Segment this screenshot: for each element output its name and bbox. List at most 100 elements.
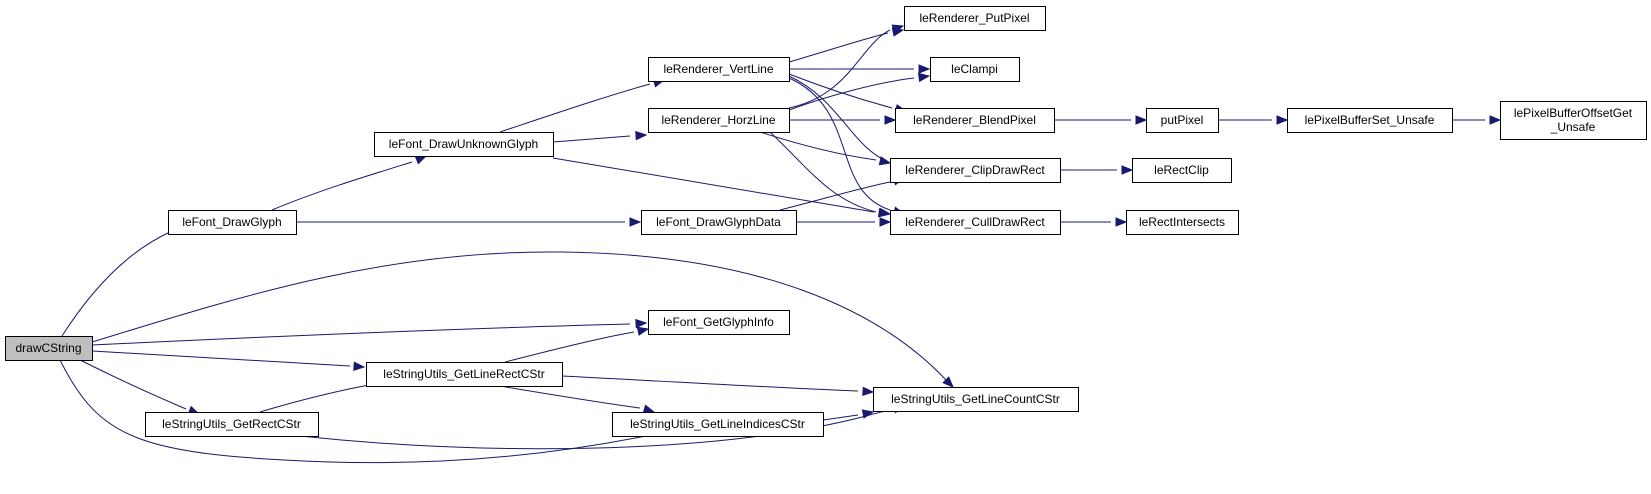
edge-line	[91, 251, 947, 381]
edge-line	[759, 131, 877, 161]
edge-lefont-drawglyph-to-lefont-drawglyphdata	[296, 217, 642, 227]
node-box	[612, 412, 824, 437]
node-box	[890, 210, 1061, 235]
node-label: leRenderer_HorzLine	[661, 113, 775, 127]
node-box	[648, 57, 790, 82]
edge-line	[61, 231, 171, 337]
arrowhead-icon	[1135, 115, 1148, 125]
node-drawcstring[interactable]: drawCString	[5, 336, 93, 361]
node-box	[1126, 210, 1239, 235]
arrowhead-icon	[1121, 165, 1134, 175]
edge-line	[788, 73, 893, 109]
node-lerectclip[interactable]: leRectClip	[1132, 158, 1232, 183]
node-label: leRenderer_ClipDrawRect	[905, 163, 1045, 177]
node-box	[904, 6, 1046, 31]
edge-lerenderer-vertline-to-lerenderer-culldrawrect	[788, 77, 906, 216]
arrowhead-icon	[917, 72, 931, 83]
arrowhead-icon	[861, 409, 875, 419]
node-label: leStringUtils_GetLineIndicesCStr	[630, 417, 805, 431]
node-lefont-drawglyphdata[interactable]: leFont_DrawGlyphData	[641, 210, 797, 235]
arrowhead-icon	[891, 24, 905, 34]
edge-putpixel-to-lepixelbufferset-unsafe	[1218, 115, 1289, 125]
arrowhead-icon	[918, 64, 931, 74]
edge-drawcstring-to-lestringutils-getrectcstr	[79, 359, 201, 415]
edge-line	[91, 350, 351, 367]
edge-lerenderer-horzline-to-lerenderer-clipdrawrect	[759, 131, 892, 166]
node-box	[648, 310, 790, 335]
node-box	[168, 210, 297, 235]
node-label: leStringUtils_GetLineRectCStr	[383, 367, 544, 381]
nodes-layer: drawCString leFont_DrawGlyph leFont_DrawUn…	[5, 6, 1647, 437]
node-lerectintersects[interactable]: leRectIntersects	[1126, 210, 1239, 235]
arrowhead-icon	[942, 376, 954, 388]
edge-line	[552, 157, 875, 213]
node-lestringutils-getlinecountcstr[interactable]: leStringUtils_GetLineCountCStr	[873, 387, 1079, 412]
node-label: leStringUtils_GetRectCStr	[162, 417, 301, 431]
edge-lefont-drawunknownglyph-to-lerenderer-vertline	[499, 78, 666, 133]
node-box	[930, 57, 1020, 82]
edge-lerenderer-vertline-to-lerenderer-blendpixel	[788, 73, 908, 114]
edge-lerenderer-horzline-to-lerenderer-culldrawrect	[769, 131, 892, 218]
node-box	[895, 108, 1055, 133]
edge-line	[788, 75, 889, 163]
node-leclampi[interactable]: leClampi	[930, 57, 1020, 82]
node-lepixelbufferoffsetget-unsafe[interactable]: lePixelBufferOffsetGet_Unsafe	[1500, 101, 1647, 140]
node-lerenderer-putpixel[interactable]: leRenderer_PutPixel	[904, 6, 1046, 31]
node-lerenderer-horzline[interactable]: leRenderer_HorzLine	[648, 108, 790, 133]
node-putpixel[interactable]: putPixel	[1146, 108, 1219, 133]
node-lerenderer-vertline[interactable]: leRenderer_VertLine	[648, 57, 790, 82]
node-box	[648, 108, 790, 133]
node-lepixelbufferset-unsafe[interactable]: lePixelBufferSet_Unsafe	[1287, 108, 1453, 133]
node-label: leRenderer_PutPixel	[919, 11, 1029, 25]
node-lerenderer-blendpixel[interactable]: leRenderer_BlendPixel	[895, 108, 1055, 133]
edge-lefont-drawglyphdata-to-lerenderer-clipdrawrect	[779, 176, 906, 211]
arrowhead-icon	[1489, 115, 1502, 125]
edge-line	[822, 414, 859, 421]
edge-drawcstring-to-lestringutils-getlinerectcstr	[91, 350, 366, 371]
node-label: leRenderer_BlendPixel	[913, 113, 1036, 127]
edge-lerenderer-horzline-to-lerenderer-putpixel	[788, 24, 905, 109]
node-lefont-drawunknownglyph[interactable]: leFont_DrawUnknownGlyph	[374, 132, 554, 157]
node-box	[1146, 108, 1219, 133]
node-label: leFont_DrawGlyph	[182, 215, 281, 229]
node-label: leRectClip	[1154, 163, 1209, 177]
arrowhead-icon	[1276, 115, 1289, 125]
edges-layer	[59, 24, 1502, 464]
node-lefont-drawglyph[interactable]: leFont_DrawGlyph	[168, 210, 297, 235]
edge-lerenderer-blendpixel-to-putpixel	[1054, 115, 1148, 125]
node-lestringutils-getrectcstr[interactable]: leStringUtils_GetRectCStr	[145, 412, 319, 437]
node-label: leRenderer_CullDrawRect	[905, 215, 1045, 229]
edge-lestringutils-getlinerectcstr-to-lestringutils-getlineindicescstr	[499, 385, 656, 414]
arrowhead-icon	[636, 326, 650, 336]
node-box	[873, 387, 1079, 412]
arrowhead-icon	[414, 155, 428, 165]
node-lestringutils-getlinerectcstr[interactable]: leStringUtils_GetLineRectCStr	[366, 362, 563, 387]
edge-lestringutils-getlineindicescstr-to-lestringutils-getlinecountcstr	[822, 409, 875, 421]
arrowhead-icon	[878, 156, 892, 166]
node-box	[1132, 158, 1232, 183]
node-lefont-getglyphinfo[interactable]: leFont_GetGlyphInfo	[648, 310, 790, 335]
arrowhead-icon	[1115, 217, 1128, 227]
node-label: _Unsafe	[1550, 120, 1596, 134]
node-box	[1500, 101, 1647, 140]
edge-line	[499, 385, 641, 409]
node-label: lePixelBufferOffsetGet	[1514, 106, 1633, 120]
edge-lestringutils-getlinerectcstr-to-lestringutils-getlinecountcstr	[561, 375, 875, 397]
edge-lerenderer-horzline-to-leclampi	[788, 72, 931, 111]
node-box	[5, 336, 93, 361]
edge-drawcstring-to-lestringutils-getlinecountcstr	[91, 251, 954, 388]
arrowhead-icon	[879, 217, 892, 227]
arrowhead-icon	[635, 318, 648, 329]
edge-lepixelbufferset-unsafe-to-lepixelbufferoffsetget-unsafe	[1452, 115, 1502, 125]
arrowhead-icon	[635, 130, 648, 141]
edge-lefont-drawglyph-to-lefont-drawunknownglyph	[271, 155, 428, 211]
node-box	[374, 132, 554, 157]
node-label: leFont_GetGlyphInfo	[663, 315, 774, 329]
edge-lestringutils-getlinerectcstr-to-lefont-getglyphinfo	[504, 326, 650, 363]
node-lestringutils-getlineindicescstr[interactable]: leStringUtils_GetLineIndicesCStr	[612, 412, 824, 437]
node-lerenderer-clipdrawrect[interactable]: leRenderer_ClipDrawRect	[890, 158, 1061, 183]
node-box	[641, 210, 797, 235]
edge-line	[91, 323, 631, 346]
arrowhead-icon	[353, 361, 366, 371]
node-lerenderer-culldrawrect[interactable]: leRenderer_CullDrawRect	[890, 210, 1061, 235]
